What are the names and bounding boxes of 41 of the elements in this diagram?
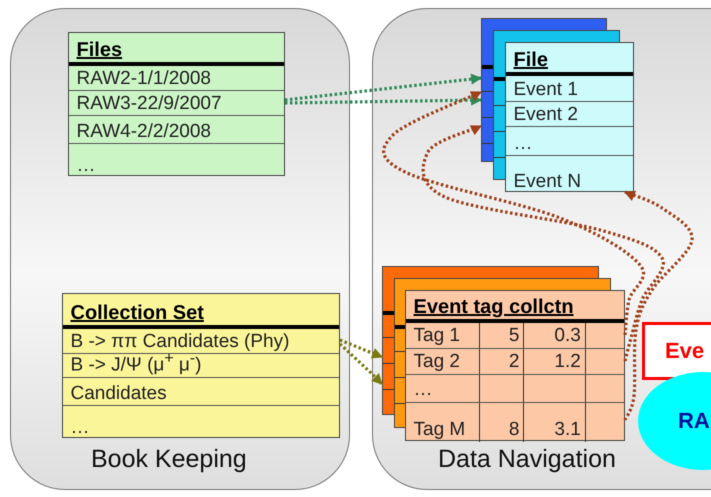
data-table xyxy=(68,32,284,176)
table-row-text: RAW2-1/1/2008 xyxy=(76,68,211,90)
table-row-text: … xyxy=(76,154,96,176)
table-cell-text: Tag 1 xyxy=(414,324,460,346)
stacked-table xyxy=(382,266,624,440)
dotted-arrow xyxy=(338,342,384,386)
table-header: File xyxy=(514,48,548,72)
dotted-arrow xyxy=(422,124,665,362)
dotted-arrow xyxy=(382,90,646,336)
table-cell-text: 3.1 xyxy=(554,418,581,440)
stacked-table xyxy=(480,18,634,192)
table-row-text: RAW3-22/9/2007 xyxy=(76,92,222,114)
table-cell-text: Tag M xyxy=(414,418,466,440)
panel-title: Data Navigation xyxy=(438,445,616,474)
table-cell-text: 1.2 xyxy=(554,350,581,372)
dotted-arrow xyxy=(284,94,482,106)
box-label: Eve xyxy=(665,338,704,364)
table-row-text: Event N xyxy=(514,170,582,192)
table-cell-text: 2 xyxy=(508,350,520,372)
dotted-arrow xyxy=(624,190,694,421)
table-cell-text: Tag 2 xyxy=(414,350,460,372)
table-cell-text: … xyxy=(414,378,432,400)
table-row-text: … xyxy=(70,416,90,438)
table-cell-text: 0.3 xyxy=(554,324,581,346)
table-header: Collection Set xyxy=(70,300,204,324)
table-row-text: Candidates xyxy=(70,382,167,404)
dotted-arrow xyxy=(284,74,482,102)
table-header: Event tag collctn xyxy=(414,294,574,318)
table-row-text: Event 2 xyxy=(514,104,578,126)
panel-title: Book Keeping xyxy=(91,445,247,474)
data-table xyxy=(62,292,340,438)
table-row-text: Event 1 xyxy=(514,78,578,100)
table-header: Files xyxy=(76,38,122,62)
panel-background xyxy=(10,8,350,490)
panel-background xyxy=(372,8,711,490)
dotted-arrow xyxy=(339,338,384,358)
table-cell-text: 5 xyxy=(508,324,520,346)
table-row-text: … xyxy=(514,132,532,154)
ellipse-label: RA xyxy=(678,408,710,434)
table-cell-text: 8 xyxy=(508,418,520,440)
table-row-text: RAW4-2/2/2008 xyxy=(76,120,211,142)
